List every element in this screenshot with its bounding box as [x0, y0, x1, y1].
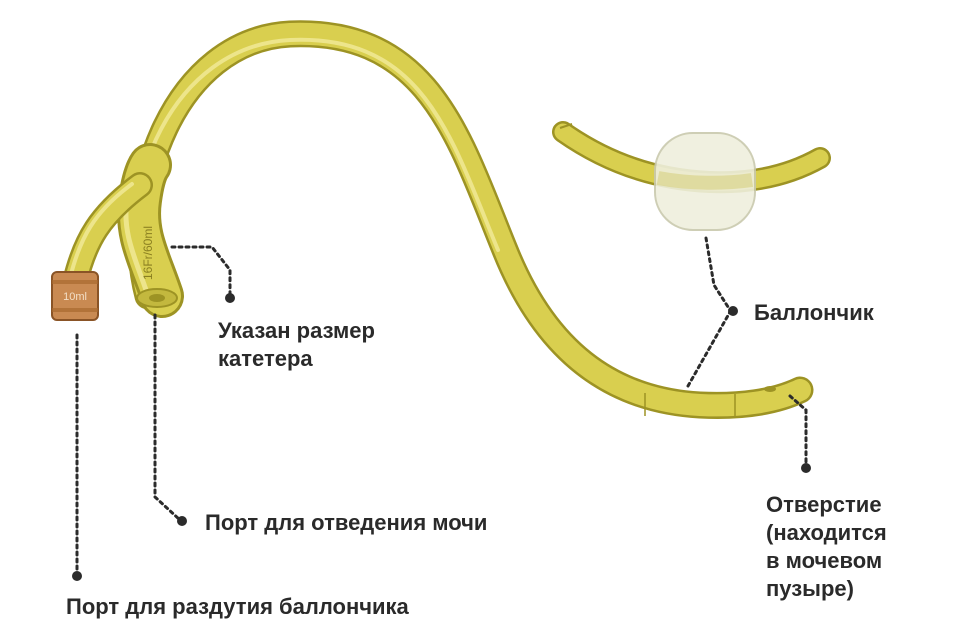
inflation-valve: 10ml	[51, 271, 99, 321]
opening-label-line-4: пузыре)	[766, 576, 854, 601]
leader-dots	[72, 293, 811, 581]
balloon-detail	[552, 121, 831, 231]
inflation-port-label-line-1: Порт для раздутия баллончика	[66, 594, 409, 619]
size-marking-text: 16Fr/60ml	[141, 226, 155, 280]
drainage-port-label-line-1: Порт для отведения мочи	[205, 510, 488, 535]
catheter-size-label: Указан размер катетера	[218, 317, 375, 373]
opening-label: Отверстие (находится в мочевом пузыре)	[766, 491, 887, 603]
catheter-size-label-line-1: Указан размер	[218, 318, 375, 343]
leader-lines	[75, 236, 808, 574]
balloon-label-line-1: Баллончик	[754, 300, 874, 325]
drainage-eyelet	[764, 386, 776, 392]
drainage-port-label: Порт для отведения мочи	[205, 509, 487, 537]
catheter-tip	[644, 386, 776, 416]
inflation-port-label: Порт для раздутия баллончика	[66, 593, 409, 621]
valve-marking-text: 10ml	[63, 291, 87, 303]
opening-label-line-2: (находится	[766, 520, 887, 545]
opening-label-line-1: Отверстие	[766, 492, 882, 517]
inflation-port-arm	[62, 172, 153, 295]
leader-balloon	[704, 236, 732, 312]
balloon-label: Баллончик	[754, 299, 874, 327]
opening-label-line-3: в мочевом	[766, 548, 883, 573]
leader-drain	[153, 313, 182, 522]
leader-size	[170, 245, 232, 298]
leader-balloon-tube	[686, 310, 732, 388]
leader-opening	[788, 394, 808, 468]
catheter-size-label-line-2: катетера	[218, 346, 313, 371]
